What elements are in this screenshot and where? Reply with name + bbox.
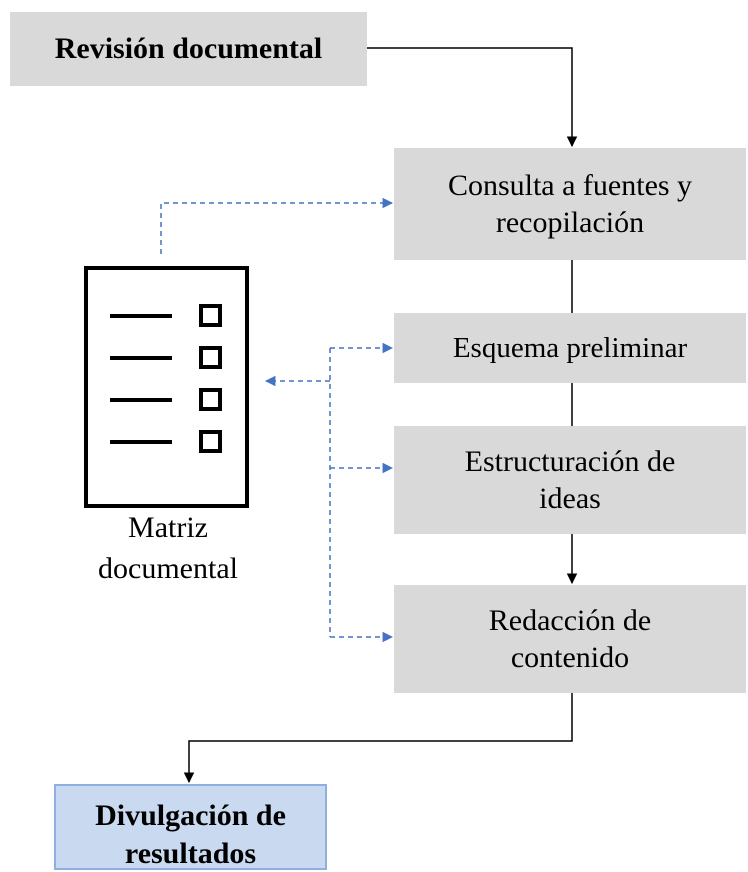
arrow-redaccion-to-final (189, 693, 572, 782)
step-redaccion-line2: contenido (489, 639, 651, 677)
step-box-esquema: Esquema preliminar (394, 313, 746, 383)
step-estructuracion-line1: Estructuración de (465, 443, 676, 481)
dashed-arrow-consulta (161, 203, 392, 254)
final-box-divulgacion: Divulgación de resultados (54, 784, 327, 870)
step-box-redaccion: Redacción de contenido (394, 585, 746, 693)
step-consulta-line2: recopilación (448, 204, 692, 242)
step-redaccion-line1: Redacción de (489, 602, 651, 640)
step-box-consulta: Consulta a fuentes y recopilación (394, 148, 746, 260)
start-box-label: Revisión documental (55, 30, 323, 68)
step-box-redaccion-text: Redacción de contenido (489, 602, 651, 677)
final-line2: resultados (95, 835, 286, 872)
step-estructuracion-line2: ideas (465, 480, 676, 518)
matrix-label-line2: documental (70, 549, 266, 590)
step-consulta-line1: Consulta a fuentes y (448, 167, 692, 205)
final-line1: Divulgación de (95, 797, 286, 835)
step-box-estructuracion: Estructuración de ideas (394, 426, 746, 534)
step-box-estructuracion-text: Estructuración de ideas (465, 443, 676, 518)
checklist-document-icon (84, 266, 249, 508)
matrix-label: Matriz documental (70, 508, 266, 589)
matrix-label-line1: Matriz (70, 508, 266, 549)
final-box-text: Divulgación de resultados (95, 797, 286, 872)
start-box-revision-documental: Revisión documental (10, 12, 367, 86)
arrow-start-to-consulta (367, 48, 572, 146)
step-esquema-line1: Esquema preliminar (453, 330, 687, 366)
step-box-consulta-text: Consulta a fuentes y recopilación (448, 167, 692, 242)
